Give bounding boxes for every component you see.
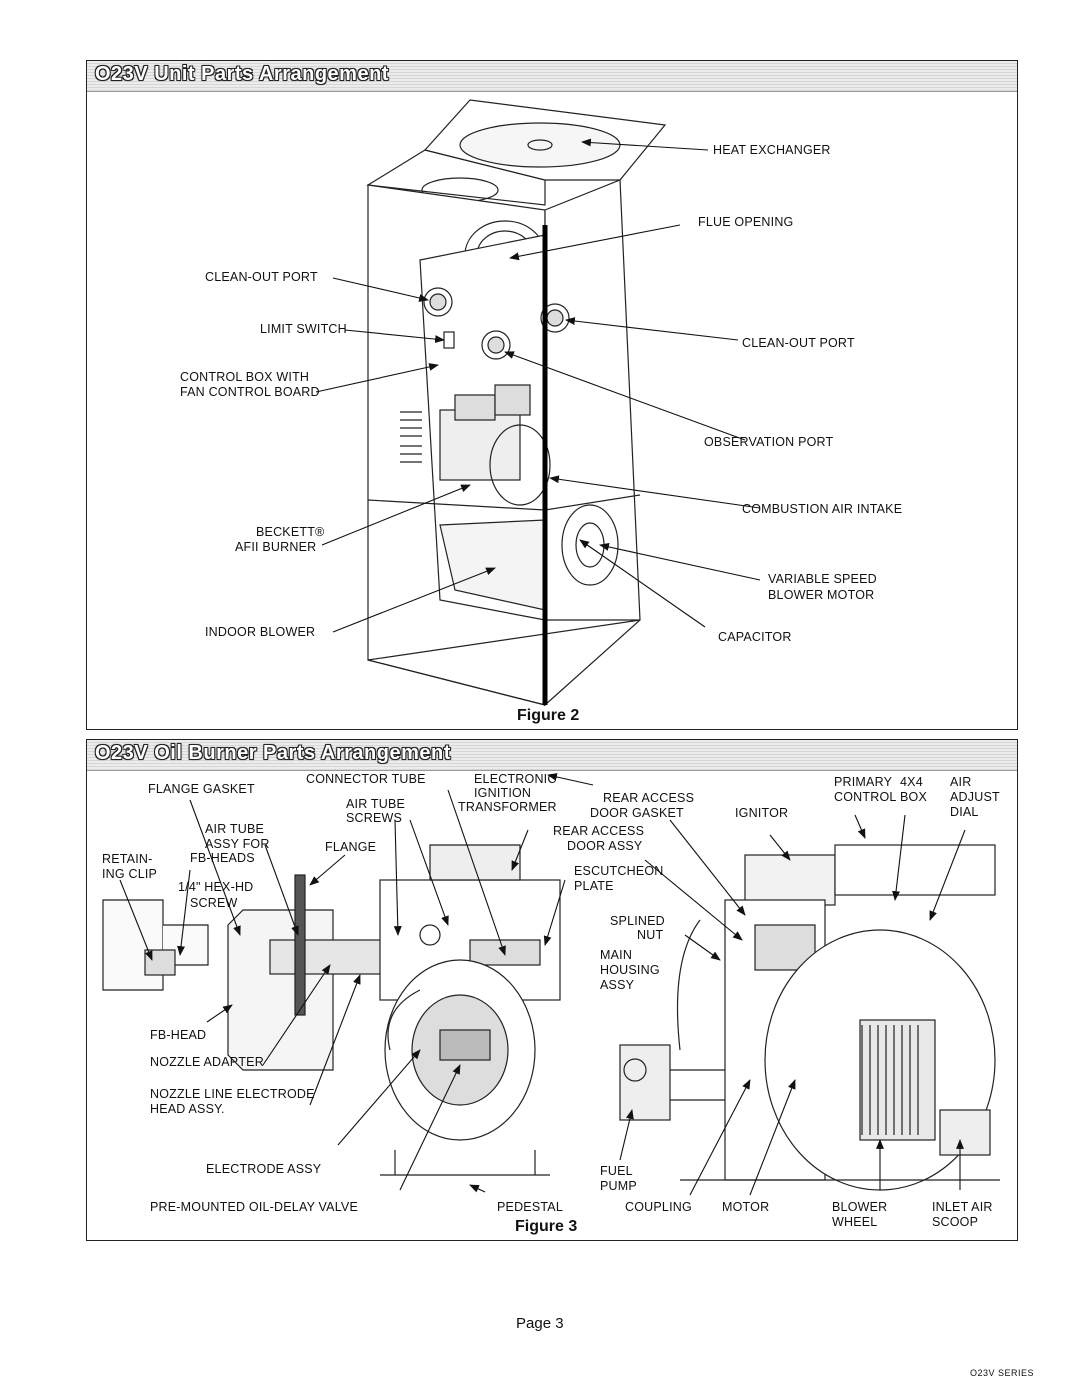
page-number: Page 3 [516,1315,564,1332]
label-pre-mounted-valve: PRE-MOUNTED OIL-DELAY VALVE [150,1200,358,1214]
label-rear-access-gasket-2: DOOR GASKET [590,806,684,820]
label-control: CONTROL [834,790,897,804]
burner-right-drawing [619,844,1000,1191]
label-splined: SPLINED [610,914,665,928]
label-retaining-clip-2: ING CLIP [102,867,158,881]
label-flange-gasket: FLANGE GASKET [148,782,255,796]
label-blower-motor: BLOWER MOTOR [768,588,875,602]
label-variable-speed: VARIABLE SPEED [768,572,877,586]
label-rear-access-door-1: REAR ACCESS [553,824,645,838]
label-clean-out-port-left: CLEAN-OUT PORT [205,270,318,284]
label-blower: BLOWER [832,1200,888,1214]
label-4x4: 4X4 [900,775,923,789]
label-escutcheon: ESCUTCHEON [574,864,664,878]
label-hex-screw-1: 1/4" HEX-HD [178,880,254,894]
burner-left-drawing [102,844,561,1176]
label-adjust: ADJUST [950,790,1000,804]
label-dial: DIAL [950,805,979,819]
label-motor: MOTOR [722,1200,770,1214]
label-housing: HOUSING [600,963,660,977]
label-primary: PRIMARY [834,775,893,789]
label-inlet-air: INLET AIR [932,1200,993,1214]
figure2-title: O23V Unit Parts Arrangement [95,63,389,85]
label-hex-screw-2: SCREW [190,896,238,910]
label-nozzle-adapter: NOZZLE ADAPTER [150,1055,264,1069]
label-fan-control-board: FAN CONTROL BOARD [180,385,320,399]
label-connector-tube: CONNECTOR TUBE [306,772,426,786]
label-air-tube-assy-1: AIR TUBE [205,822,265,836]
label-ignitor: IGNITOR [735,806,789,820]
label-beckett: BECKETT® [256,525,325,539]
figure2-caption: Figure 2 [517,707,580,724]
figure2-header-bar: O23V Unit Parts Arrangement [87,61,1017,92]
label-electrode-assy: ELECTRODE ASSY [206,1162,322,1176]
label-observation-port: OBSERVATION PORT [704,435,834,449]
label-electronic: ELECTRONIC [474,772,557,786]
label-air: AIR [950,775,972,789]
label-clean-out-port-right: CLEAN-OUT PORT [742,336,855,350]
label-main: MAIN [600,948,633,962]
label-pump: PUMP [600,1179,637,1193]
label-scoop: SCOOP [932,1215,979,1229]
figure3-caption: Figure 3 [515,1218,578,1235]
label-plate: PLATE [574,879,614,893]
label-fuel: FUEL [600,1164,633,1178]
label-wheel: WHEEL [832,1215,878,1229]
label-flange: FLANGE [325,840,377,854]
label-air-tube-assy-3: FB-HEADS [190,851,255,865]
label-nozzle-line: NOZZLE LINE ELECTRODE [150,1087,315,1101]
furnace-drawing [366,99,667,707]
label-limit-switch: LIMIT SWITCH [260,322,347,336]
figure3-leaders [119,773,966,1196]
label-flue-opening: FLUE OPENING [698,215,794,229]
label-ignition: IGNITION [474,786,532,800]
label-capacitor: CAPACITOR [718,630,792,644]
label-transformer: TRANSFORMER [458,800,557,814]
label-afii-burner: AFII BURNER [235,540,317,554]
label-combustion-air-intake: COMBUSTION AIR INTAKE [742,502,903,516]
label-retaining-clip-1: RETAIN- [102,852,153,866]
label-coupling: COUPLING [625,1200,692,1214]
label-air-tube-assy-2: ASSY FOR [205,837,270,851]
label-pedestal: PEDESTAL [497,1200,563,1214]
label-heat-exchanger: HEAT EXCHANGER [713,143,831,157]
label-indoor-blower: INDOOR BLOWER [205,625,316,639]
label-nut: NUT [637,928,664,942]
label-box: BOX [900,790,927,804]
figure2-leaders [315,138,761,633]
label-rear-access-door-2: DOOR ASSY [567,839,643,853]
label-rear-access-gasket-1: REAR ACCESS [603,791,695,805]
series-label: O23V SERIES [970,1368,1035,1378]
label-fb-head: FB-HEAD [150,1028,207,1042]
label-head-assy: HEAD ASSY. [150,1102,225,1116]
figure3-header-bar: O23V Oil Burner Parts Arrangement [87,740,1017,771]
label-air-tube-screws-1: AIR TUBE [346,797,406,811]
figure3-title: O23V Oil Burner Parts Arrangement [95,742,451,764]
label-control-box: CONTROL BOX WITH [180,370,310,384]
label-air-tube-screws-2: SCREWS [346,811,403,825]
label-assy: ASSY [600,978,635,992]
